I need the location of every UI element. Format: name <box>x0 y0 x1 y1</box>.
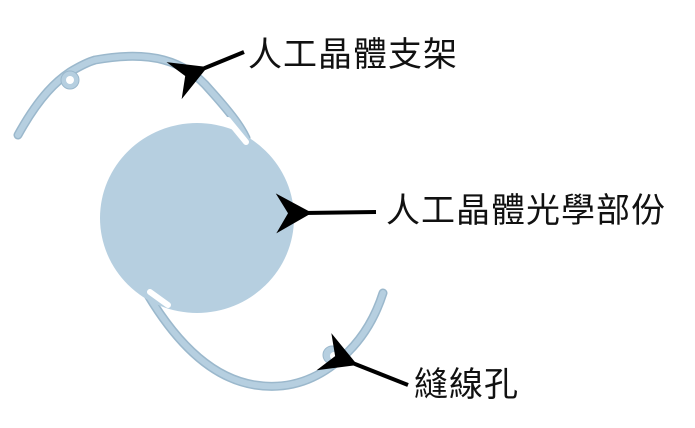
lower-suture-hole <box>330 352 338 360</box>
upper-suture-hole <box>66 76 74 84</box>
label-haptic: 人工晶體支架 <box>248 35 458 75</box>
label-suture-hole: 縫線孔 <box>414 365 519 405</box>
arrow-hole <box>316 333 409 387</box>
label-optic: 人工晶體光學部份 <box>386 191 666 231</box>
optic <box>100 117 294 313</box>
upper-haptic <box>13 51 251 143</box>
arrow-optic <box>275 193 377 234</box>
arrow-haptic <box>166 50 245 100</box>
